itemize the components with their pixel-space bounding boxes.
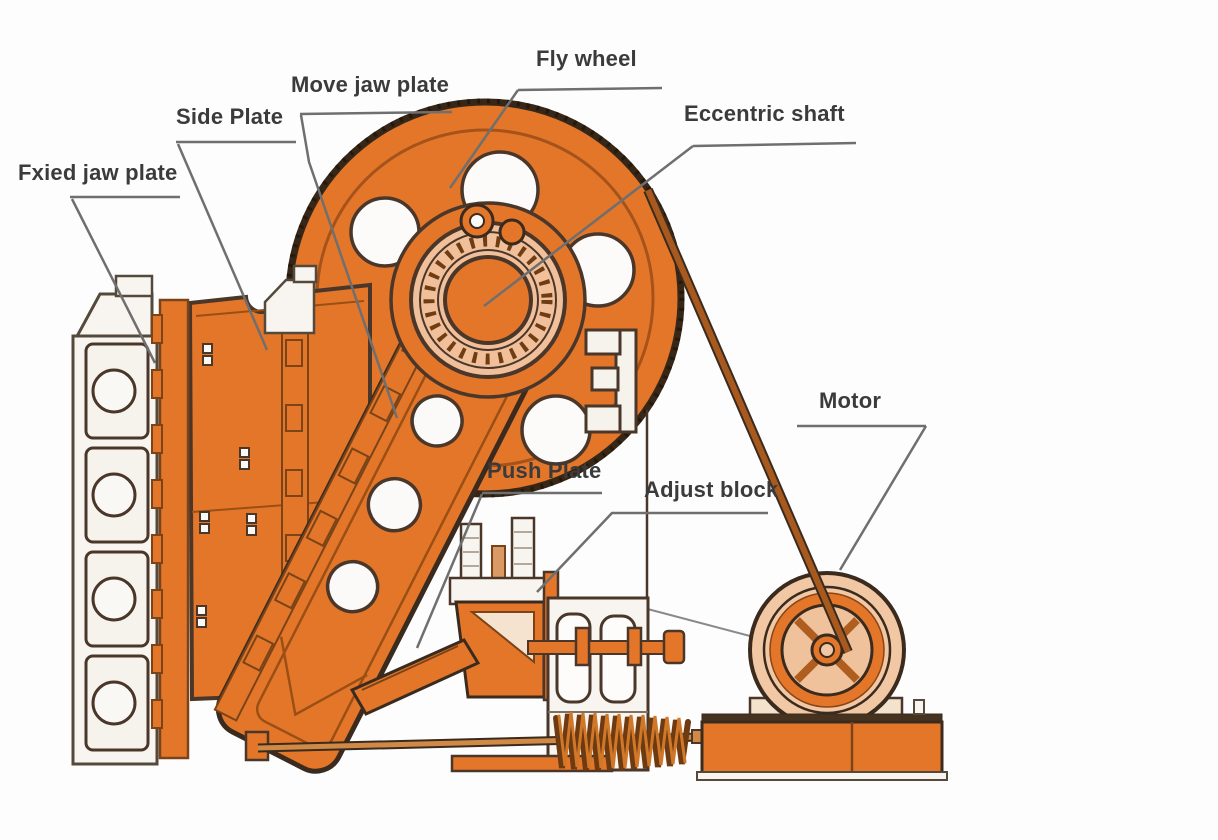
fixed-jaw-plate-part bbox=[151, 298, 190, 760]
leader-push-plate bbox=[415, 491, 602, 649]
label-fxied-jaw-plate: Fxied jaw plate bbox=[18, 160, 178, 185]
leader-eccentric-shaft bbox=[483, 141, 857, 307]
adjust-bolt bbox=[527, 626, 686, 667]
motor-pulley bbox=[748, 571, 906, 729]
label-eccentric-shaft: Eccentric shaft bbox=[684, 101, 845, 126]
drive-belt bbox=[643, 188, 853, 654]
ball-bearing-ring bbox=[423, 235, 553, 365]
label-push-plate: Push Plate bbox=[487, 458, 602, 483]
leader-fly-wheel bbox=[448, 86, 663, 189]
leader-motor bbox=[797, 424, 928, 571]
fixed-jaw-column bbox=[71, 274, 190, 766]
label-fly-wheel: Fly wheel bbox=[536, 46, 637, 71]
frame-bracket bbox=[584, 328, 823, 656]
spring bbox=[553, 711, 691, 771]
label-adjust-block: Adjust block bbox=[644, 477, 779, 502]
motor-base bbox=[696, 699, 948, 781]
leader-adjust-block bbox=[536, 511, 768, 593]
leader-side-plate bbox=[176, 140, 296, 351]
adjusting-mechanism bbox=[244, 516, 707, 773]
eccentric-shaft-bearing bbox=[389, 201, 587, 399]
motor-assembly bbox=[643, 188, 948, 781]
leader-fxied-jaw-plate bbox=[70, 195, 180, 364]
push-plate-part bbox=[349, 638, 481, 716]
bolt-posts bbox=[459, 516, 536, 583]
label-move-jaw-plate: Move jaw plate bbox=[291, 72, 450, 97]
flywheel-hole bbox=[520, 394, 592, 466]
lifting-lug bbox=[459, 203, 526, 246]
label-side-plate: Side Plate bbox=[176, 104, 284, 129]
label-leaders bbox=[70, 86, 928, 649]
leader-move-jaw-plate bbox=[299, 110, 453, 419]
label-motor: Motor bbox=[819, 388, 882, 413]
